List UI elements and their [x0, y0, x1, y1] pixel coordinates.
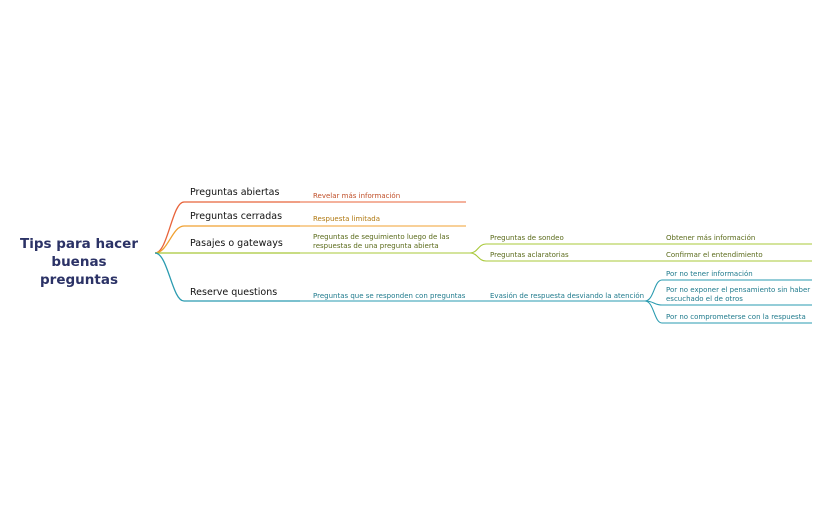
connector-no-comprometerse — [644, 300, 812, 324]
connector-aclaratorias — [469, 252, 655, 262]
topic-no-tener-info: Por no tener información — [666, 270, 753, 278]
topic-respuesta-limitada: Respuesta limitada — [313, 215, 381, 223]
topic-confirmar: Confirmar el entendimiento — [666, 251, 763, 259]
topic-aclaratorias: Preguntas aclaratorias — [490, 251, 569, 259]
topic-seguimiento: Preguntas de seguimiento luego de las re… — [313, 233, 450, 250]
topic-sondeo: Preguntas de sondeo — [490, 234, 564, 242]
connector-no-info — [644, 279, 812, 302]
topic-no-comprometerse: Por no comprometerse con la respuesta — [666, 313, 806, 321]
topic-evasion: Evasión de respuesta desviando la atenci… — [490, 292, 645, 300]
connector-sondeo — [469, 243, 655, 254]
topic-obtener-info: Obtener más información — [666, 234, 756, 242]
branch-reserve-questions: Reserve questions — [190, 287, 278, 298]
connector-reserve — [154, 252, 300, 302]
branch-pasajes-gateways: Pasajes o gateways — [190, 238, 283, 249]
connector-preguntas-abiertas — [154, 201, 300, 254]
topic-no-exponer: Por no exponer el pensamiento sin haber … — [666, 286, 811, 303]
connector-preguntas-cerradas — [154, 225, 300, 254]
branch-preguntas-abiertas: Preguntas abiertas — [190, 187, 280, 198]
topic-revelar: Revelar más información — [313, 192, 401, 200]
topic-preguntas-con-preguntas: Preguntas que se responden con preguntas — [313, 292, 466, 300]
branch-preguntas-cerradas: Preguntas cerradas — [190, 211, 283, 222]
root-title: Tips para hacer buenas preguntas — [19, 236, 138, 288]
